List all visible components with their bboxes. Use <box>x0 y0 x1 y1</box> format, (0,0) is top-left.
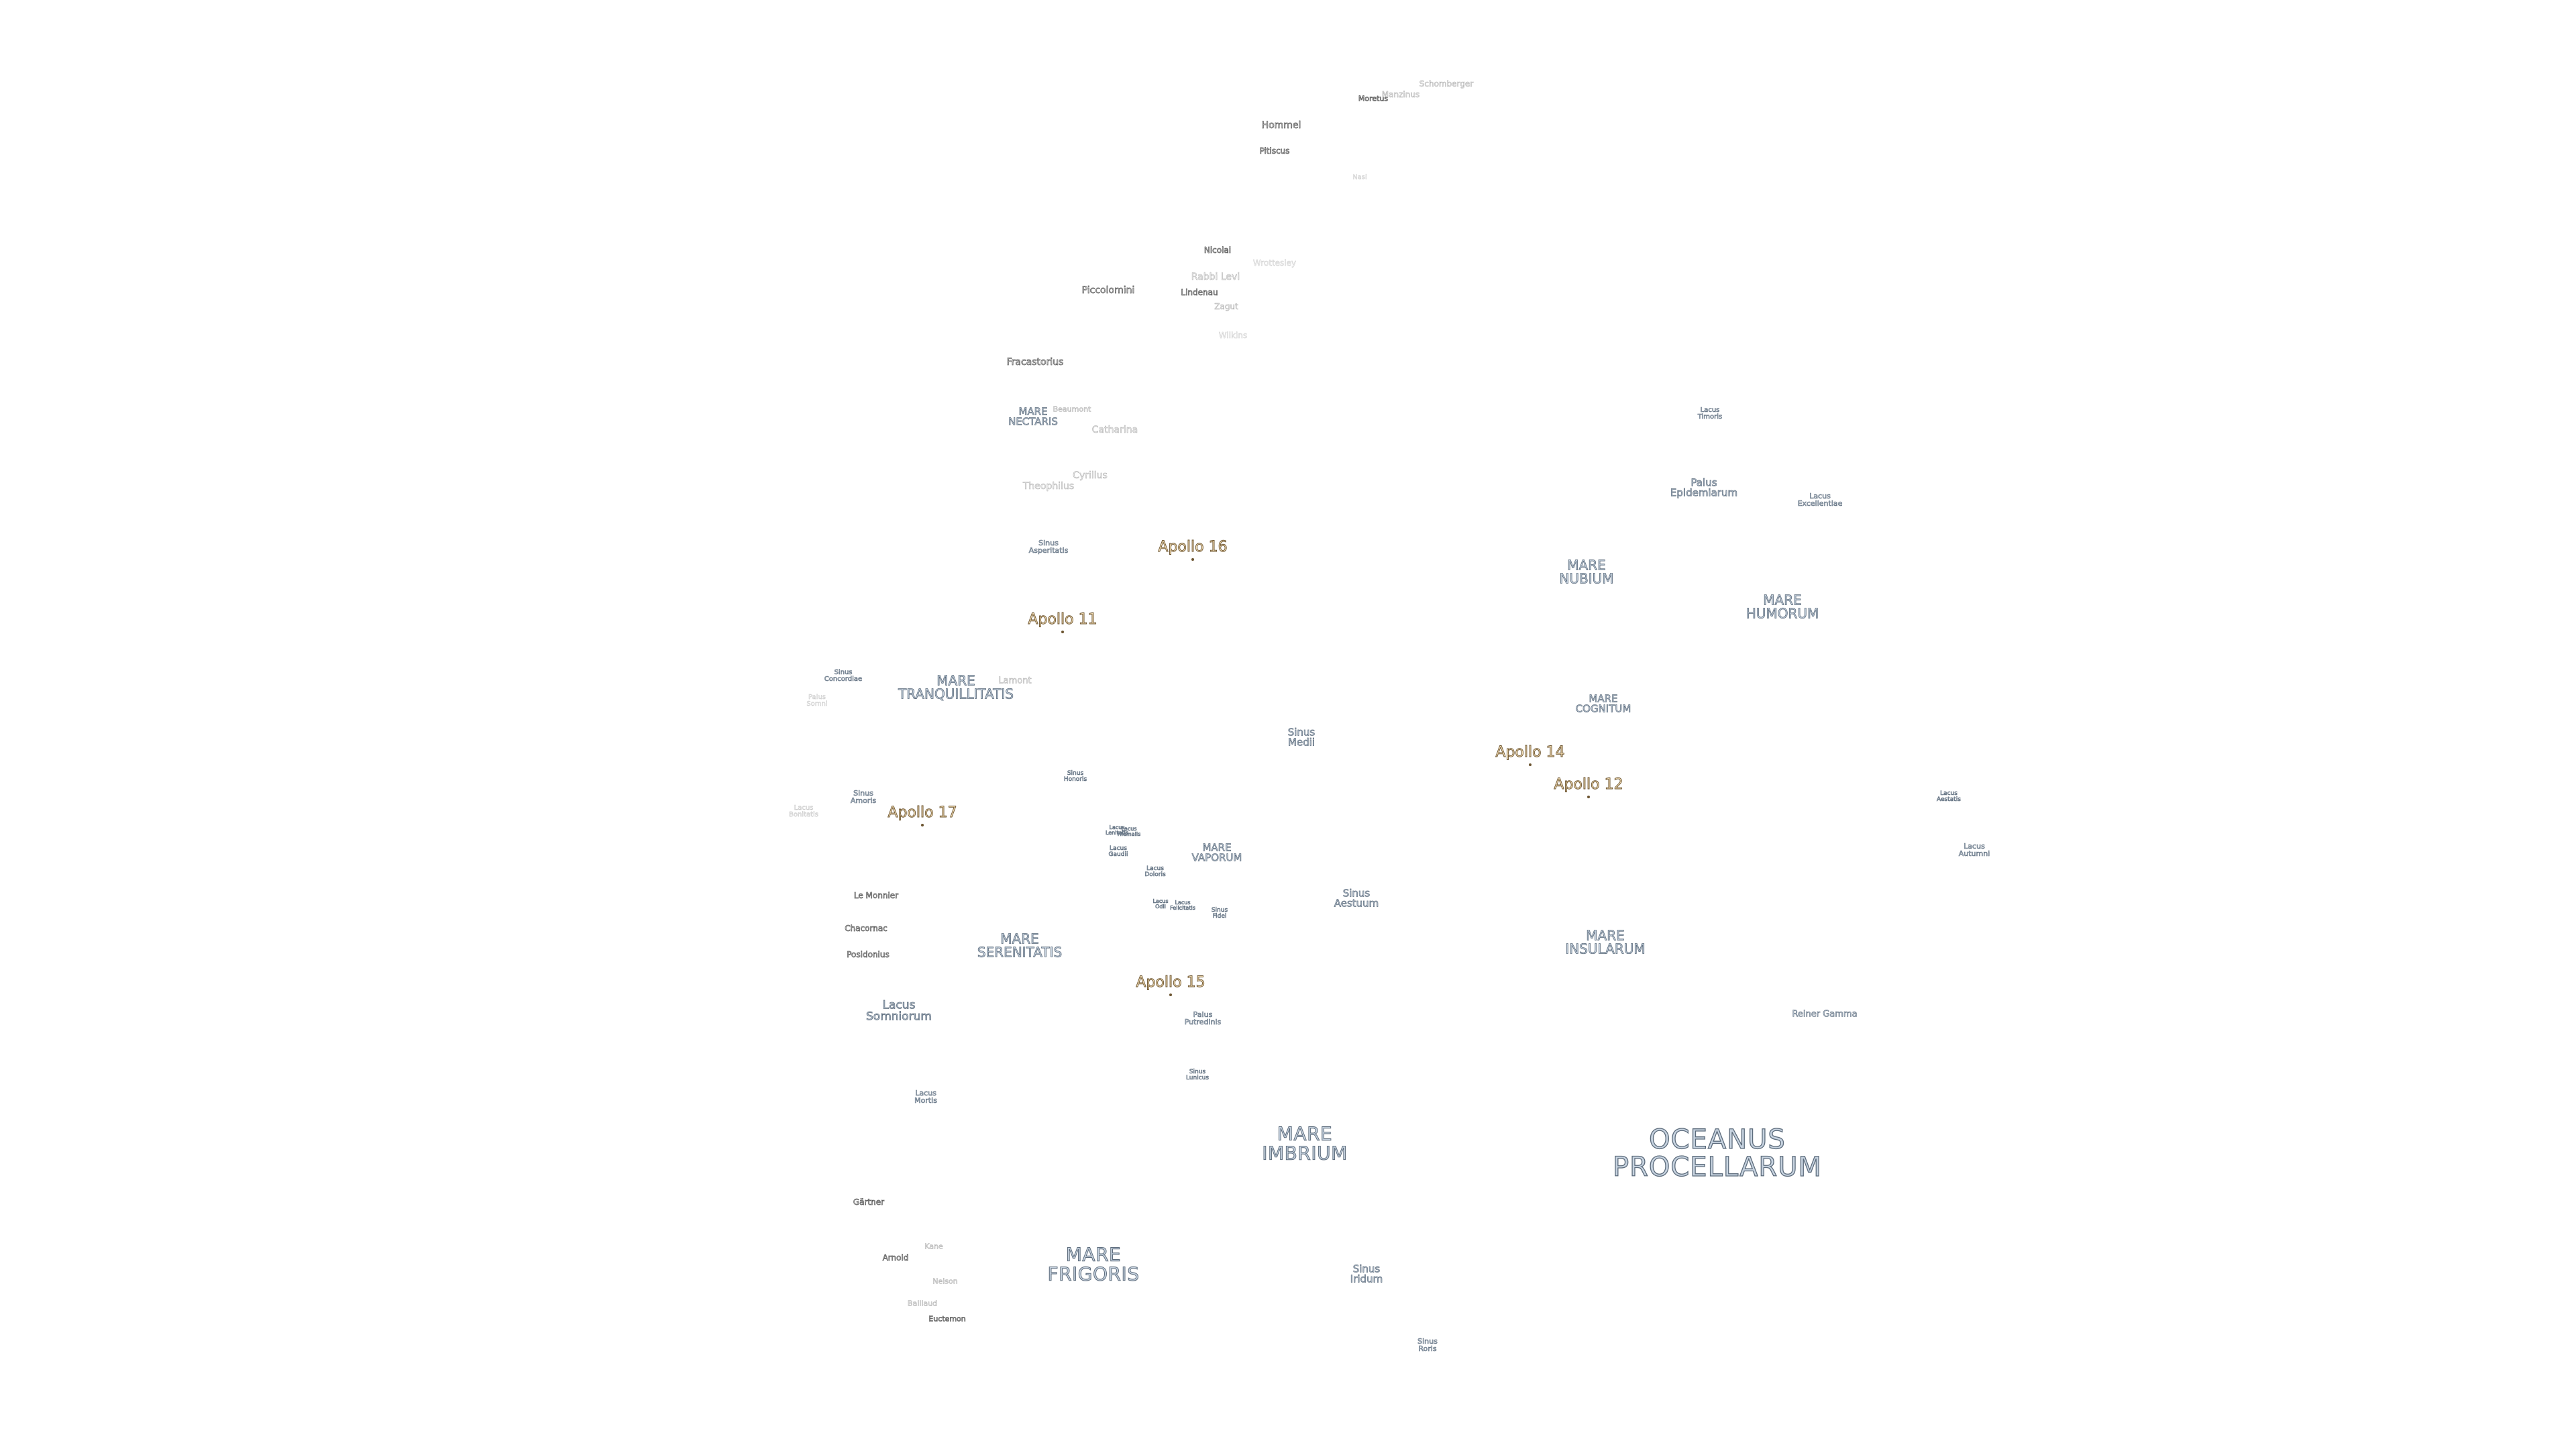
oceanus-procellarum-label: OCEANUS PROCELLARUM <box>1612 1124 1823 1183</box>
apollo-11-marker <box>1061 631 1064 633</box>
pitiscus-label: Pitiscus <box>1259 146 1290 156</box>
zagut-label: Zagut <box>1214 301 1238 311</box>
sinus-lunicus-label: Sinus Lunicus <box>1185 1068 1210 1081</box>
apollo-16-label: Apollo 16 <box>1158 538 1228 555</box>
mare-imbrium-label: MARE IMBRIUM <box>1262 1122 1348 1164</box>
apollo-14-marker <box>1529 763 1532 766</box>
lacus-mortis-label: Lacus Mortis <box>914 1088 937 1105</box>
lamont-label: Lamont <box>998 676 1032 686</box>
rabbi-levi-label: Rabbi Levi <box>1191 271 1240 282</box>
posidonius-label: Posidonius <box>847 949 890 959</box>
chacornac-label: Chacornac <box>845 923 888 933</box>
schomberger-label: Schomberger <box>1419 78 1474 89</box>
sinus-medii-label: Sinus Medii <box>1287 726 1316 749</box>
lacus-somniorum-label: Lacus Somniorum <box>866 998 932 1024</box>
wrottesley-label: Wrottesley <box>1252 258 1297 268</box>
manzinus-label: Manzinus <box>1381 89 1420 99</box>
le-monnier-label: Le Monnier <box>853 890 899 900</box>
sinus-asperitatis-label: Sinus Asperitatis <box>1028 538 1069 555</box>
apollo-17-marker <box>921 824 924 826</box>
sinus-roris-label: Sinus Roris <box>1417 1336 1438 1353</box>
catharina-label: Catharina <box>1091 424 1138 435</box>
apollo-16-marker <box>1191 558 1194 561</box>
sinus-iridum-label: Sinus Iridum <box>1350 1263 1383 1285</box>
sinus-aestuum-label: Sinus Aestuum <box>1334 887 1379 910</box>
palus-somni-label: Palus Somni <box>806 693 828 708</box>
mare-vaporum-label: MARE VAPORUM <box>1191 841 1242 864</box>
mare-humorum-label: MARE HUMORUM <box>1746 592 1819 622</box>
apollo-11-label: Apollo 11 <box>1028 610 1097 628</box>
sinus-honoris-label: Sinus Honoris <box>1063 769 1087 783</box>
lacus-bonitatis-label: Lacus Bonitatis <box>788 804 819 818</box>
sinus-fidei-label: Sinus Fidei <box>1211 906 1228 920</box>
lacus-doloris-label: Lacus Doloris <box>1144 865 1166 878</box>
cyrillus-label: Cyrillus <box>1073 470 1108 481</box>
lacus-hiemalis-label: Lacus Hiemalis <box>1117 825 1141 837</box>
mare-nectaris-label: MARE NECTARIS <box>1008 405 1059 428</box>
mare-nubium-label: MARE NUBIUM <box>1559 557 1614 587</box>
gartner-label: Gärtner <box>853 1197 885 1207</box>
sinus-amoris-label: Sinus Amoris <box>850 788 877 805</box>
apollo-17-label: Apollo 17 <box>888 804 957 821</box>
lacus-gaudii-label: Lacus Gaudii <box>1108 845 1128 858</box>
hommel-label: Hommel <box>1261 119 1301 131</box>
apollo-12-marker <box>1587 796 1590 798</box>
apollo-14-label: Apollo 14 <box>1495 743 1565 761</box>
piccolomini-label: Piccolomini <box>1081 284 1135 296</box>
wilkins-label: Wilkins <box>1218 330 1248 340</box>
lacus-excellentiae-label: Lacus Excellentiae <box>1797 491 1843 508</box>
neison-label: Neison <box>932 1277 958 1286</box>
apollo-12-label: Apollo 12 <box>1554 775 1623 793</box>
kane-label: Kane <box>924 1242 943 1251</box>
mare-serenitatis-label: MARE SERENITATIS <box>977 930 1063 961</box>
sinus-concordiae-label: Sinus Concordiae <box>824 668 863 683</box>
euctemon-label: Euctemon <box>928 1314 966 1324</box>
nicolai-label: Nicolai <box>1203 245 1232 255</box>
beaumont-label: Beaumont <box>1053 405 1091 414</box>
arnold-label: Arnold <box>882 1252 909 1263</box>
lindenau-label: Lindenau <box>1181 287 1218 297</box>
palus-epidemiarum-label: Palus Epidemiarum <box>1670 476 1738 499</box>
lacus-autumni-label: Lacus Autumni <box>1958 841 1990 858</box>
lacus-timoris-label: Lacus Timoris <box>1697 406 1723 421</box>
apollo-15-marker <box>1169 994 1172 996</box>
lacus-aestatis-label: Lacus Aestatis <box>1937 790 1962 803</box>
apollo-15-label: Apollo 15 <box>1136 973 1205 991</box>
theophilus-label: Theophilus <box>1022 480 1075 492</box>
mare-frigoris-label: MARE FRIGORIS <box>1047 1243 1140 1285</box>
palus-putredinis-label: Palus Putredinis <box>1184 1010 1222 1026</box>
mare-cognitum-label: MARE COGNITUM <box>1575 692 1631 715</box>
nasireddin-label: Nasi <box>1352 173 1367 181</box>
mare-tranquillitatis-label: MARE TRANQUILLITATIS <box>898 672 1014 702</box>
reiner-gamma-label: Reiner Gamma <box>1792 1009 1858 1020</box>
mare-insularum-label: MARE INSULARUM <box>1565 927 1646 957</box>
fracastorius-label: Fracastorius <box>1006 356 1064 368</box>
moretus-label: Moretus <box>1358 94 1389 103</box>
lacus-odii-label: Lacus Odii <box>1152 898 1169 910</box>
lacus-felicitatis-label: Lacus Felicitatis <box>1170 899 1195 911</box>
baillaud-label: Baillaud <box>907 1299 938 1308</box>
lacus-lenitatis-label: Lacus Lenitatis <box>1105 824 1129 836</box>
